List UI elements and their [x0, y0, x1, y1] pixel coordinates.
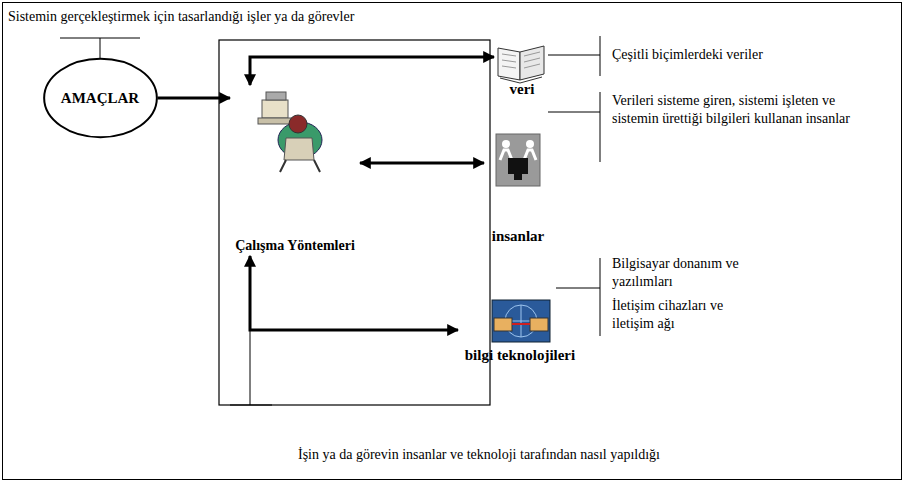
node-label: insanlar: [492, 228, 545, 247]
technology-node: bilgi teknolojileri: [458, 298, 582, 366]
outer-frame: [3, 3, 902, 480]
flow-arrow: [360, 162, 484, 165]
flow-arrow: [250, 57, 494, 85]
method-note: İşin ya da görevin insanlar ve teknoloji…: [298, 446, 818, 464]
goal-note: Sistemin gerçekleştirmek için tasarlandı…: [8, 8, 468, 26]
network-note: İletişim cihazları ve iletişim ağı: [612, 297, 762, 333]
goal-ellipse: AMAÇLAR: [43, 58, 158, 138]
people-note: Verileri sisteme giren, sistemi işleten …: [612, 92, 852, 128]
node-label: Çalışma Yöntemleri: [235, 238, 355, 256]
flow-arrow: [250, 256, 458, 330]
people-node: insanlar: [484, 130, 552, 247]
hardware-note: Bilgisayar donanım ve yazılımları: [612, 255, 744, 291]
worker-icon: [258, 92, 322, 172]
flow-arrow: [158, 97, 231, 100]
node-label: bilgi teknolojileri: [465, 347, 575, 366]
system-boundary: [219, 40, 490, 405]
node-label: AMAÇLAR: [61, 90, 139, 107]
network-icon: [492, 300, 550, 342]
data-node: veri: [494, 36, 550, 100]
node-label: veri: [510, 81, 535, 100]
people-icon: [496, 134, 540, 186]
data-note: Çeşitli biçimlerdeki veriler: [612, 46, 872, 64]
book-icon: [498, 46, 544, 83]
method-node: Çalışma Yöntemleri: [230, 85, 360, 256]
